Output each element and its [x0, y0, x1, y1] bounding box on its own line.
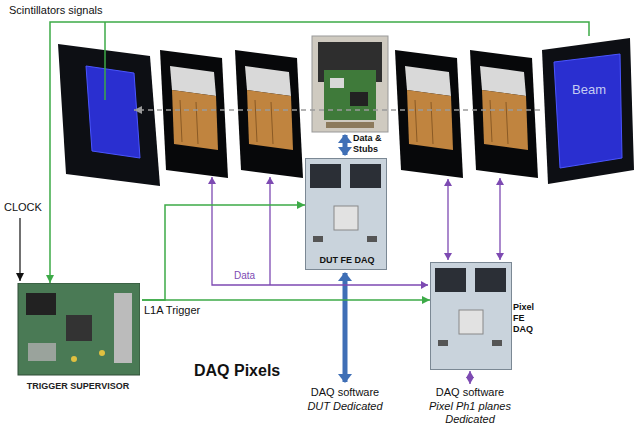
- fe-daq-board: [313, 236, 323, 242]
- pixel-plane: [196, 102, 198, 144]
- pixel-plane: [180, 100, 182, 142]
- fe-daq-board: [306, 159, 387, 270]
- pixel-plane: [160, 50, 228, 178]
- fe-daq-board: [431, 263, 512, 370]
- fe-daq-board: [492, 340, 502, 346]
- pixel-plane: [247, 90, 293, 150]
- pixel-plane: [415, 100, 417, 142]
- edge-label: L1A Trigger: [143, 304, 201, 316]
- fe-daq-board: [367, 236, 377, 242]
- pixel-plane: [431, 102, 433, 144]
- dut-photo: [350, 92, 368, 106]
- pixel-plane: [407, 90, 453, 150]
- data-wire: [269, 177, 270, 285]
- node-label: TRIGGER SUPERVISOR: [14, 381, 142, 391]
- fe-daq-board: [310, 164, 341, 188]
- pixel-plane: [271, 102, 273, 144]
- trigger-signal-line: [142, 299, 430, 301]
- data-wire: [447, 179, 448, 260]
- dut-photo: [324, 70, 376, 120]
- trigger-board: [26, 293, 56, 315]
- pixel-plane: [255, 100, 257, 142]
- dut-photo: [330, 78, 344, 88]
- pixel-plane: [506, 102, 508, 144]
- pixel-plane: [490, 100, 492, 142]
- scintillator-left: [58, 44, 160, 186]
- pixel-plane: [235, 50, 303, 178]
- node-label: Pixel FE DAQ: [513, 302, 541, 335]
- dut-software-arrow: [343, 273, 348, 382]
- daq-board: DUT FE DAQ: [305, 158, 389, 270]
- dut-photo: [312, 36, 388, 132]
- fe-daq-board: [438, 340, 448, 346]
- annotation-label: DAQ software: [415, 386, 525, 398]
- scintillator: Beam: [540, 36, 638, 186]
- trigger-board: [99, 350, 105, 356]
- trigger-signal-line: [50, 22, 589, 283]
- pixel-plane: [172, 90, 218, 150]
- pixel-plane: [482, 90, 528, 150]
- daq-board: [430, 262, 542, 370]
- scintillator-left: [86, 66, 140, 158]
- fe-daq-board: [350, 164, 381, 188]
- trigger-board: [28, 343, 56, 361]
- trigger-board: TRIGGER SUPERVISOR: [14, 283, 142, 399]
- pixel-plane: [470, 50, 538, 178]
- trigger-board: [18, 283, 140, 375]
- fe-daq-board: [435, 268, 466, 292]
- fe-daq-board: [306, 159, 387, 270]
- pixel-plane: [160, 50, 228, 178]
- data-wire: [499, 178, 500, 260]
- daq-board: [305, 158, 387, 270]
- dut-photo: [326, 122, 374, 128]
- trigger-board: [18, 283, 140, 375]
- annotation-label: DAQ software: [290, 386, 400, 398]
- data-stubs-arrow: [343, 135, 348, 155]
- clock-arrow: [19, 218, 20, 281]
- trigger-board: [66, 315, 92, 341]
- annotation-label: Pixel Ph1 planes Dedicated: [415, 400, 525, 426]
- scintillator-left: [58, 44, 160, 186]
- trigger-signal-line: [142, 205, 305, 300]
- trigger-board: [71, 356, 77, 362]
- annotation-label: DUT Dedicated: [290, 400, 400, 412]
- fe-daq-board: [431, 263, 512, 370]
- edge-label: Scintillators signals: [8, 4, 104, 16]
- fe-daq-board: [475, 268, 506, 292]
- annotation-label: CLOCK: [4, 201, 42, 213]
- annotation-label: Data & Stubs: [353, 133, 395, 155]
- trigger-board: [114, 293, 132, 363]
- scintillator-signal-wire: [104, 22, 106, 100]
- dut-photo: [312, 36, 388, 132]
- scintillator-panel: [542, 38, 634, 184]
- pixel-plane: [395, 50, 463, 178]
- annotation-label: DAQ Pixels: [194, 362, 280, 380]
- fe-daq-board: [334, 206, 358, 230]
- pixel-software-arrow: [469, 371, 470, 384]
- pixel-plane: [235, 50, 303, 178]
- pixel-plane: [470, 50, 538, 178]
- annotation-label: Data: [234, 270, 255, 281]
- pixel-plane: [395, 50, 463, 178]
- beam-line: [134, 109, 540, 110]
- scintillator: [540, 36, 636, 186]
- node-label: Beam: [540, 82, 638, 97]
- scintillator-plate: [554, 54, 622, 168]
- daq-board: Pixel FE DAQ: [430, 262, 543, 370]
- node-label: DUT FE DAQ: [305, 255, 389, 265]
- fe-daq-board: [459, 310, 483, 334]
